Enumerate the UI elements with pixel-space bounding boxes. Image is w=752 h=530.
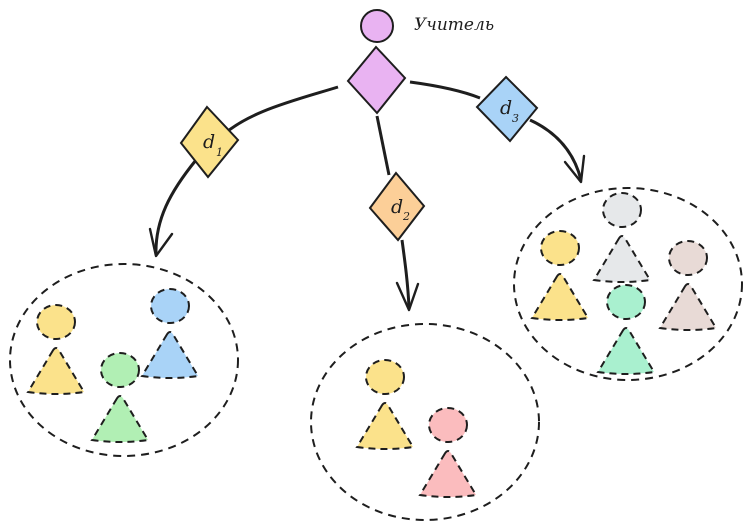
teacher-diamond [346, 45, 407, 115]
edge-d3-diamond [475, 75, 539, 143]
group-d2-person-2 [419, 407, 477, 498]
edge-d3-arrowhead [563, 154, 586, 184]
edge-d2-index: 2 [402, 210, 410, 223]
group-d1 [9, 263, 239, 457]
edge-d1-label: d [203, 131, 215, 153]
edge-d1-arrowhead [148, 227, 174, 258]
teacher-label: Учитель [414, 15, 494, 35]
edge-d1-line-lower [154, 159, 198, 256]
edge-d1: d 1 [148, 85, 339, 258]
edge-d3-label: d [500, 97, 512, 119]
group-d2-boundary [310, 323, 540, 521]
group-d3-person-1 [531, 230, 589, 321]
edge-d1-line [216, 85, 339, 142]
group-d3-person-2 [593, 192, 651, 283]
edge-d3-line [409, 80, 481, 100]
group-d3-person-4 [659, 240, 717, 331]
edge-d1-index: 1 [216, 146, 223, 159]
group-d3-boundary [513, 187, 743, 381]
group-d2 [310, 323, 540, 521]
group-d1-person-2 [91, 352, 149, 443]
edge-d2-diamond [368, 171, 426, 242]
group-d3-person-3 [597, 284, 655, 375]
edge-d3-index: 3 [512, 112, 519, 125]
group-d2-person-1 [356, 359, 414, 450]
teacher-node [346, 9, 407, 115]
edge-d2-label: d [391, 196, 403, 218]
group-d1-boundary [9, 263, 239, 457]
group-d3 [513, 187, 743, 381]
edge-d2-line [375, 115, 391, 176]
edge-d2-arrowhead [395, 281, 420, 312]
edge-d3-line-lower [529, 118, 583, 181]
group-d1-person-3 [141, 288, 199, 379]
edge-d3: d 3 [409, 75, 586, 184]
edge-d2: d 2 [368, 115, 426, 312]
edge-d1-diamond [179, 105, 240, 179]
group-d1-person-1 [27, 304, 85, 395]
edge-d2-line-lower [400, 239, 411, 309]
teacher-head [360, 9, 394, 43]
